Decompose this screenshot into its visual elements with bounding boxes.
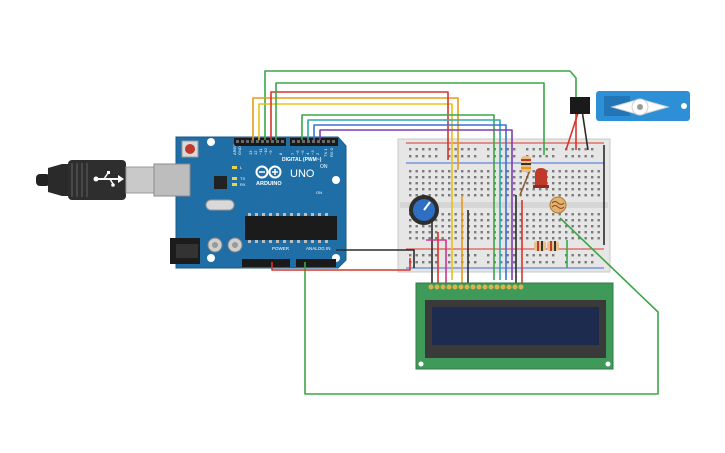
pin-label: ~6: [295, 150, 300, 155]
digital-label: DIGITAL (PWM~): [282, 157, 322, 163]
pin-label: 12: [253, 150, 258, 155]
knob-indicator: [423, 201, 431, 211]
pin-label: ~3: [310, 150, 315, 155]
power-label: POWER: [272, 246, 290, 251]
lcd-module: [415, 282, 614, 370]
board-model: UNO: [290, 168, 315, 180]
pin-label: 4: [305, 152, 310, 155]
analog-header: [296, 259, 336, 267]
digital-header-high: [234, 138, 286, 146]
wire-servo-power: [565, 109, 580, 151]
led-l-label: L: [240, 165, 243, 170]
wire-orange: [252, 97, 459, 170]
led-red: [533, 168, 549, 188]
analog-in-label: ANALOG IN: [306, 246, 331, 251]
rx-label: RX: [240, 182, 246, 187]
wire-purple-lcd: [319, 129, 513, 280]
wire-servo-ground: [581, 109, 589, 151]
aref-label: AREF: [232, 144, 237, 155]
wire-blue-lcd: [313, 124, 507, 280]
usb-jack: [153, 163, 191, 197]
pin-label: 7: [290, 152, 295, 155]
pin-label: ~9: [268, 150, 273, 155]
potentiometer[interactable]: [409, 195, 439, 225]
usb-connector-metal: [125, 166, 157, 194]
on-label: ON: [316, 190, 322, 195]
pin-label: RX 0: [329, 147, 334, 157]
wire-yellow: [258, 103, 453, 280]
servo-connector: [570, 97, 590, 114]
pin-label: ~11: [258, 148, 263, 155]
led-lead: [519, 169, 531, 196]
wire-lcd-contrast: [426, 239, 447, 285]
pin-label: TX 1: [323, 148, 328, 157]
usb-symbol-icon: [93, 171, 124, 187]
wire-gnd: [336, 249, 415, 268]
wire-green-long: [275, 82, 545, 155]
wires: [252, 70, 659, 395]
wire-red-top: [270, 91, 449, 160]
wire-green-lcd: [301, 114, 495, 280]
resistor: [521, 156, 531, 172]
breadboard-center-channel: [400, 202, 608, 208]
pin-label: 8: [278, 152, 283, 155]
pin-label: 13: [248, 150, 253, 155]
reset-button[interactable]: [185, 144, 195, 154]
arduino-board: AREF GND 13 12 ~11 ~10 ~9 8 7 ~6 ~5 4 ~3…: [153, 136, 347, 269]
usb-cable: [36, 160, 157, 200]
arduino-logo-text: ARDUINO: [256, 181, 282, 187]
servo-horn: [610, 98, 670, 116]
resistor: [534, 241, 546, 251]
tx-label: TX: [240, 176, 245, 181]
pin-label: ~5: [300, 150, 305, 155]
gnd-label: GND: [237, 146, 242, 155]
lcd-pins: [428, 284, 524, 290]
usb-strain-relief: [48, 164, 70, 196]
pin-label: 2: [315, 152, 320, 155]
lcd-screen: [432, 307, 599, 345]
crystal: [205, 199, 235, 211]
pin-label: ~10: [263, 147, 268, 155]
wire-servo-signal: [264, 70, 577, 140]
arduino-logo-icon: [255, 165, 282, 179]
usb-chip: [214, 176, 227, 189]
usb-cable-end: [36, 174, 50, 186]
tx-rx-note: ON: [320, 164, 328, 170]
wire-5v: [271, 258, 411, 271]
wire-teal-lcd: [307, 119, 501, 280]
power-header: [242, 259, 290, 267]
servo-motor: [570, 91, 690, 121]
wire-analog-ldr: [304, 217, 659, 395]
atmega-chip: [245, 216, 337, 240]
photoresistor: [549, 196, 567, 214]
resistor: [547, 241, 559, 251]
